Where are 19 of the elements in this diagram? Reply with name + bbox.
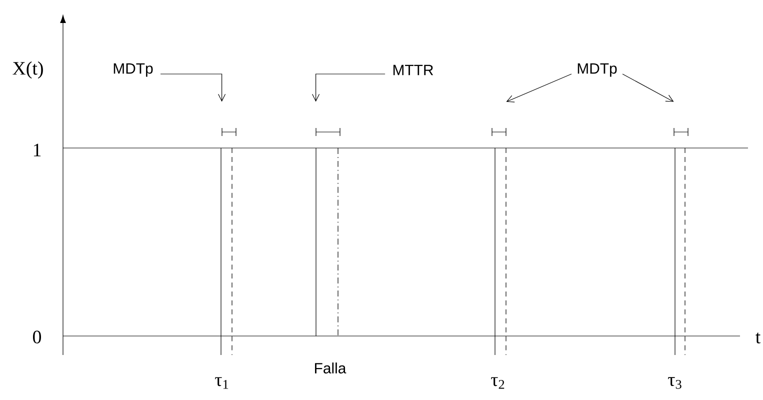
leader-arrow bbox=[312, 74, 386, 102]
axis-label: X(t) bbox=[12, 61, 43, 79]
callout-text: MDTp bbox=[114, 63, 153, 77]
axis-label: t bbox=[756, 332, 761, 344]
leader-arrow bbox=[506, 74, 572, 102]
axis-label: τ$_{3}$ bbox=[668, 377, 682, 389]
interval-marker bbox=[316, 128, 340, 136]
interval-marker bbox=[492, 128, 506, 136]
axis-label: τ$_{2}$ bbox=[491, 377, 504, 389]
leader-arrow bbox=[622, 74, 674, 102]
event-label: Falla bbox=[315, 362, 346, 374]
axis-label: 1 bbox=[34, 144, 41, 156]
axis-label: τ$_{1}$ bbox=[215, 377, 228, 389]
interval-marker bbox=[674, 128, 688, 136]
axis-label: 0 bbox=[33, 330, 41, 344]
callout-text: MDTp bbox=[578, 63, 617, 77]
interval-marker bbox=[222, 128, 236, 136]
callout-text: MTTR bbox=[393, 64, 434, 76]
leader-arrow bbox=[160, 74, 226, 102]
